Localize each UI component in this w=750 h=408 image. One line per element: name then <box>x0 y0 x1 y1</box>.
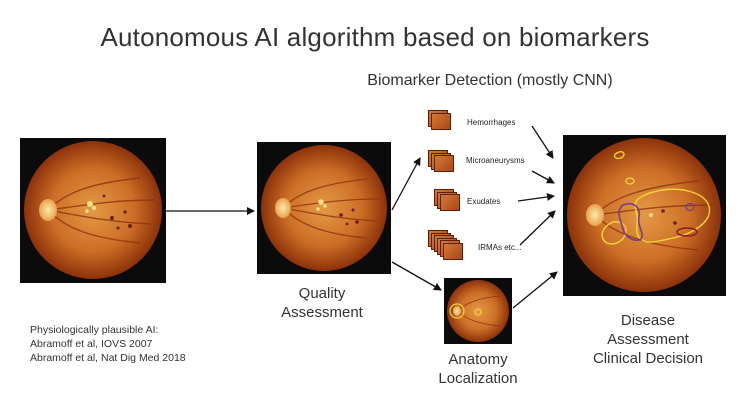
arrow <box>512 271 558 309</box>
anatomy-fundus-image <box>444 278 512 344</box>
input-fundus-image <box>20 138 166 283</box>
citation-line: Physiologically plausible AI: <box>30 324 159 336</box>
patch-tile <box>440 194 460 211</box>
quality-fundus-image <box>257 142 391 274</box>
caption-line: Assessment <box>281 304 363 321</box>
arrow <box>531 125 554 159</box>
arrow <box>531 170 555 184</box>
arrow <box>519 210 556 246</box>
caption-line: Assessment <box>607 331 689 348</box>
citations: Physiologically plausible AI: Abramoff e… <box>30 323 186 365</box>
citation-line: Abramoff et al, IOVS 2007 <box>30 338 153 350</box>
patch-tile <box>431 112 451 130</box>
disease-fundus-image <box>563 135 726 296</box>
caption-line: Localization <box>438 370 518 387</box>
biomarker-label: Hemorrhages <box>467 118 516 127</box>
caption-line: Anatomy <box>448 351 508 368</box>
biomarker-detection-heading: Biomarker Detection (mostly CNN) <box>367 72 613 89</box>
fundus-image <box>567 138 721 292</box>
quality-assessment-caption: Quality Assessment <box>252 284 392 322</box>
caption-line: Disease <box>620 312 676 329</box>
biomarker-label: Microaneurysms <box>466 156 525 165</box>
citation-line: Abramoff et al, Nat Dig Med 2018 <box>30 352 186 364</box>
arrow <box>517 193 555 202</box>
fundus-image <box>24 141 162 279</box>
fundus-image <box>447 280 509 342</box>
patch-tile <box>443 242 463 260</box>
patch-tile <box>434 155 454 172</box>
biomarker-label: IRMAs etc... <box>478 243 522 252</box>
arrow <box>391 157 421 211</box>
disease-assessment-caption: Disease Assessment Clinical Decision <box>568 311 728 368</box>
anatomy-localization-caption: Anatomy Localization <box>408 350 548 388</box>
fundus-image <box>261 145 387 271</box>
page-title: Autonomous AI algorithm based on biomark… <box>100 22 650 52</box>
caption-line: Clinical Decision <box>592 350 704 367</box>
biomarker-label: Exudates <box>467 197 501 206</box>
caption-line: Quality <box>298 285 346 302</box>
arrow <box>391 261 442 291</box>
